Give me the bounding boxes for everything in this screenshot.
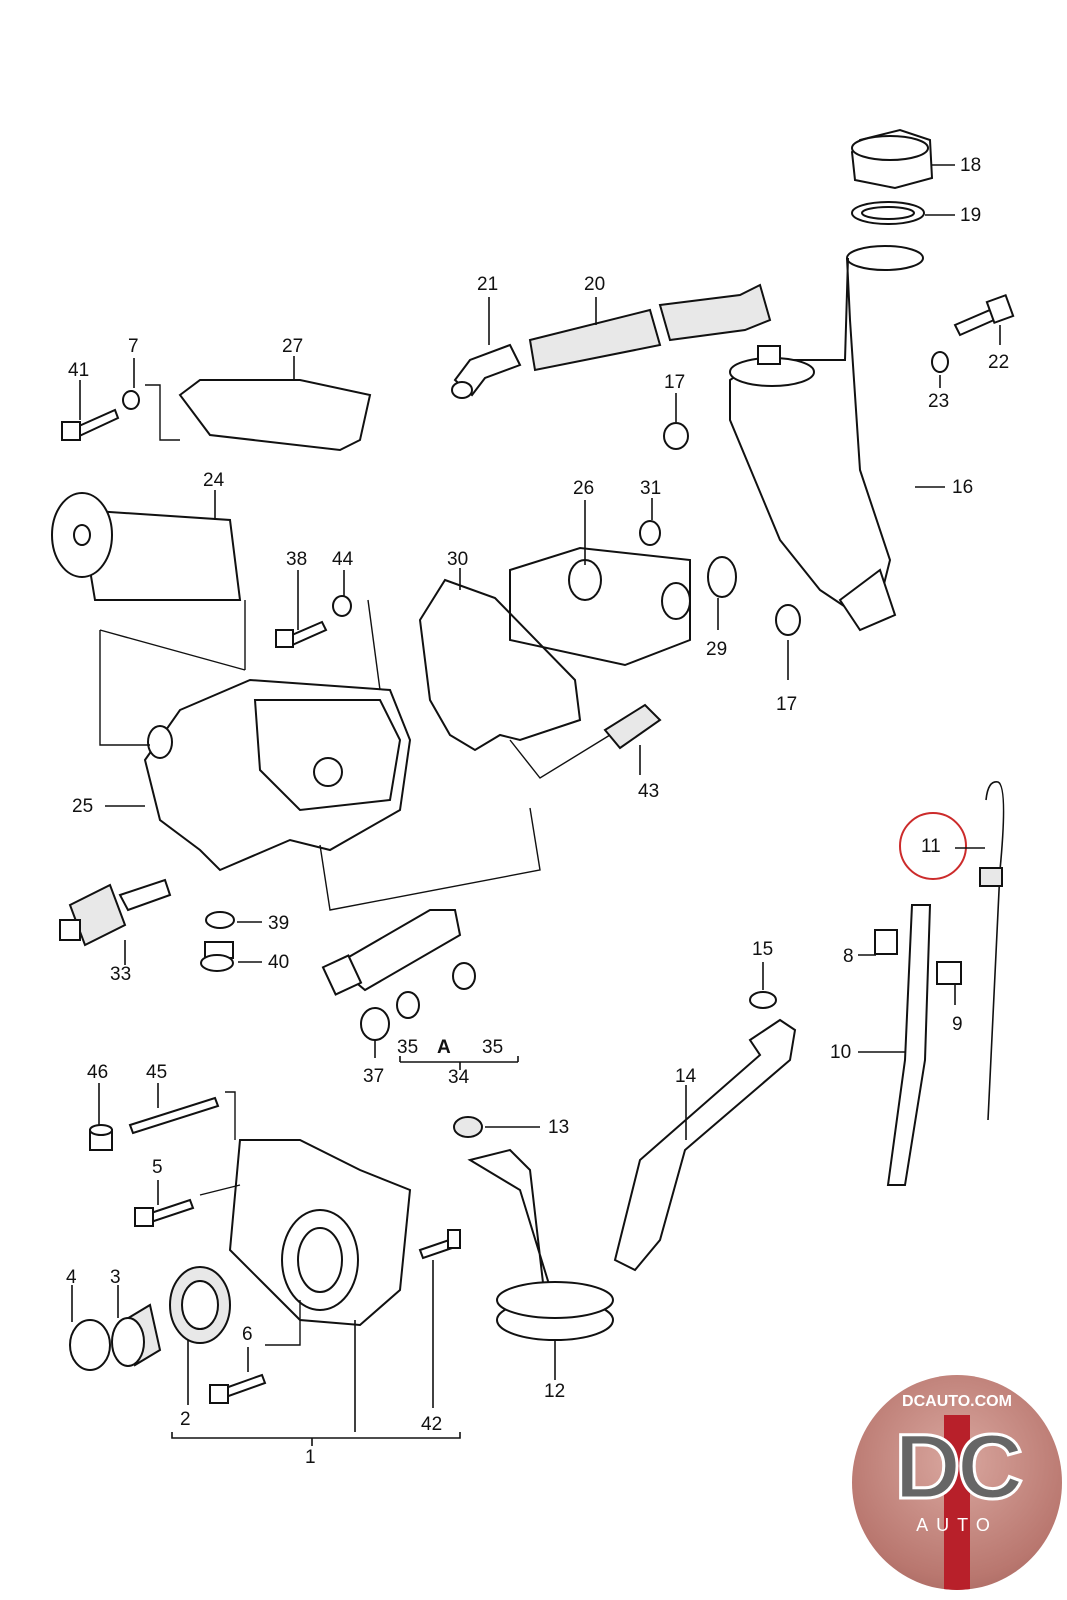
part-22-bolt[interactable] [953, 293, 1015, 337]
part-23-washer[interactable] [931, 351, 949, 373]
dcauto-logo[interactable]: DCAUTO.COM DC AUTO [852, 1375, 1062, 1590]
callout-31: 31 [640, 478, 661, 499]
part-20-hose[interactable] [528, 283, 772, 372]
callout-3: 3 [110, 1267, 121, 1288]
part-3-bearing[interactable] [111, 1303, 162, 1367]
part-13-seal[interactable] [453, 1116, 483, 1138]
callout-13: 13 [548, 1117, 569, 1138]
part-17-ring-a[interactable] [663, 422, 689, 450]
callout-30: 30 [447, 549, 468, 570]
callout-43: 43 [638, 781, 659, 802]
part-17-ring-b[interactable] [775, 604, 801, 636]
part-10-dipstick-tube[interactable] [886, 904, 932, 1186]
part-31-ring[interactable] [639, 520, 661, 546]
part-29-seal[interactable] [707, 556, 737, 598]
part-12-oil-strainer[interactable] [467, 1148, 614, 1341]
callout-6: 6 [242, 1324, 253, 1345]
callout-5: 5 [152, 1157, 163, 1178]
part-35-ring-a[interactable] [396, 991, 420, 1019]
part-43-fitting[interactable] [603, 703, 662, 750]
callout-29: 29 [706, 639, 727, 660]
logo-sub-text: AUTO [916, 1515, 998, 1535]
part-40-plug[interactable] [200, 941, 234, 972]
part-35-ring-b[interactable] [452, 962, 476, 990]
callout-15: 15 [752, 939, 773, 960]
callout-37: 37 [363, 1066, 384, 1087]
part-6-bolt[interactable] [209, 1373, 267, 1404]
part-46-nut[interactable] [89, 1124, 113, 1151]
part-7-washer[interactable] [122, 390, 140, 410]
part-41-bolt[interactable] [61, 408, 120, 441]
part-11-dipstick[interactable] [979, 781, 1005, 1121]
callout-38: 38 [286, 549, 307, 570]
part-19-seal[interactable] [851, 201, 925, 225]
callout-35a: 35 [397, 1037, 418, 1058]
part-16-oil-tank[interactable] [729, 245, 924, 632]
callout-4: 4 [66, 1267, 77, 1288]
part-2-seal[interactable] [169, 1266, 231, 1344]
callout-16: 16 [952, 477, 973, 498]
callout-17b: 17 [776, 694, 797, 715]
callout-23: 23 [928, 391, 949, 412]
callout-11: 11 [921, 836, 941, 857]
part-37-ring[interactable] [360, 1007, 390, 1041]
callout-34: 34 [448, 1067, 470, 1088]
callout-40: 40 [268, 952, 289, 973]
callout-8: 8 [843, 946, 854, 967]
part-18-filler-cap[interactable] [850, 128, 934, 190]
part-44-washer[interactable] [332, 595, 352, 617]
callout-14: 14 [675, 1066, 697, 1087]
part-26-oil-cooler[interactable] [509, 546, 691, 667]
part-45-stud[interactable] [128, 1096, 220, 1135]
logo-main-text: DC [893, 1415, 1025, 1520]
part-21-elbow[interactable] [451, 343, 522, 399]
part-8-clip[interactable] [874, 929, 898, 955]
callout-42: 42 [421, 1414, 442, 1435]
callout-21: 21 [477, 274, 498, 295]
part-34-union[interactable] [321, 909, 462, 996]
callout-1: 1 [305, 1447, 316, 1468]
part-9-plate[interactable] [936, 961, 962, 985]
callout-10: 10 [830, 1042, 851, 1063]
callout-45: 45 [146, 1062, 167, 1083]
part-30-gasket[interactable] [418, 578, 582, 752]
callout-27: 27 [282, 336, 303, 357]
logo-red-stripe [944, 1415, 970, 1590]
callout-35b: 35 [482, 1037, 503, 1058]
callout-20: 20 [584, 274, 605, 295]
callout-24: 24 [203, 470, 225, 491]
part-33-pressure-switch[interactable] [59, 878, 172, 947]
callout-A: A [437, 1037, 451, 1058]
part-4-ring[interactable] [69, 1319, 111, 1371]
callout-46: 46 [87, 1062, 108, 1083]
callout-39: 39 [268, 913, 289, 934]
part-24-oil-filter[interactable] [51, 492, 242, 601]
part-14-oil-pipe[interactable] [613, 1018, 797, 1272]
callout-41: 41 [68, 360, 89, 381]
part-42-bolt[interactable] [418, 1229, 461, 1260]
callout-2: 2 [180, 1409, 191, 1430]
logo-top-text: DCAUTO.COM [902, 1393, 1012, 1410]
callout-19: 19 [960, 205, 981, 226]
part-27-bracket[interactable] [178, 379, 372, 452]
highlight-circle-11 [899, 812, 967, 880]
callout-9: 9 [952, 1014, 963, 1035]
part-39-ring[interactable] [205, 911, 235, 929]
part-1-oil-pump[interactable] [228, 1139, 412, 1327]
callout-33: 33 [110, 964, 131, 985]
part-15-gasket[interactable] [749, 991, 777, 1009]
part-5-bolt[interactable] [134, 1198, 195, 1227]
callout-26: 26 [573, 478, 594, 499]
callout-7: 7 [128, 336, 139, 357]
callout-12: 12 [544, 1381, 565, 1402]
callout-44: 44 [332, 549, 354, 570]
part-25-filter-housing[interactable] [143, 678, 412, 872]
part-38-bolt[interactable] [275, 620, 328, 648]
callout-25: 25 [72, 796, 93, 817]
callout-17a: 17 [664, 372, 685, 393]
callout-18: 18 [960, 155, 981, 176]
callout-22: 22 [988, 352, 1009, 373]
